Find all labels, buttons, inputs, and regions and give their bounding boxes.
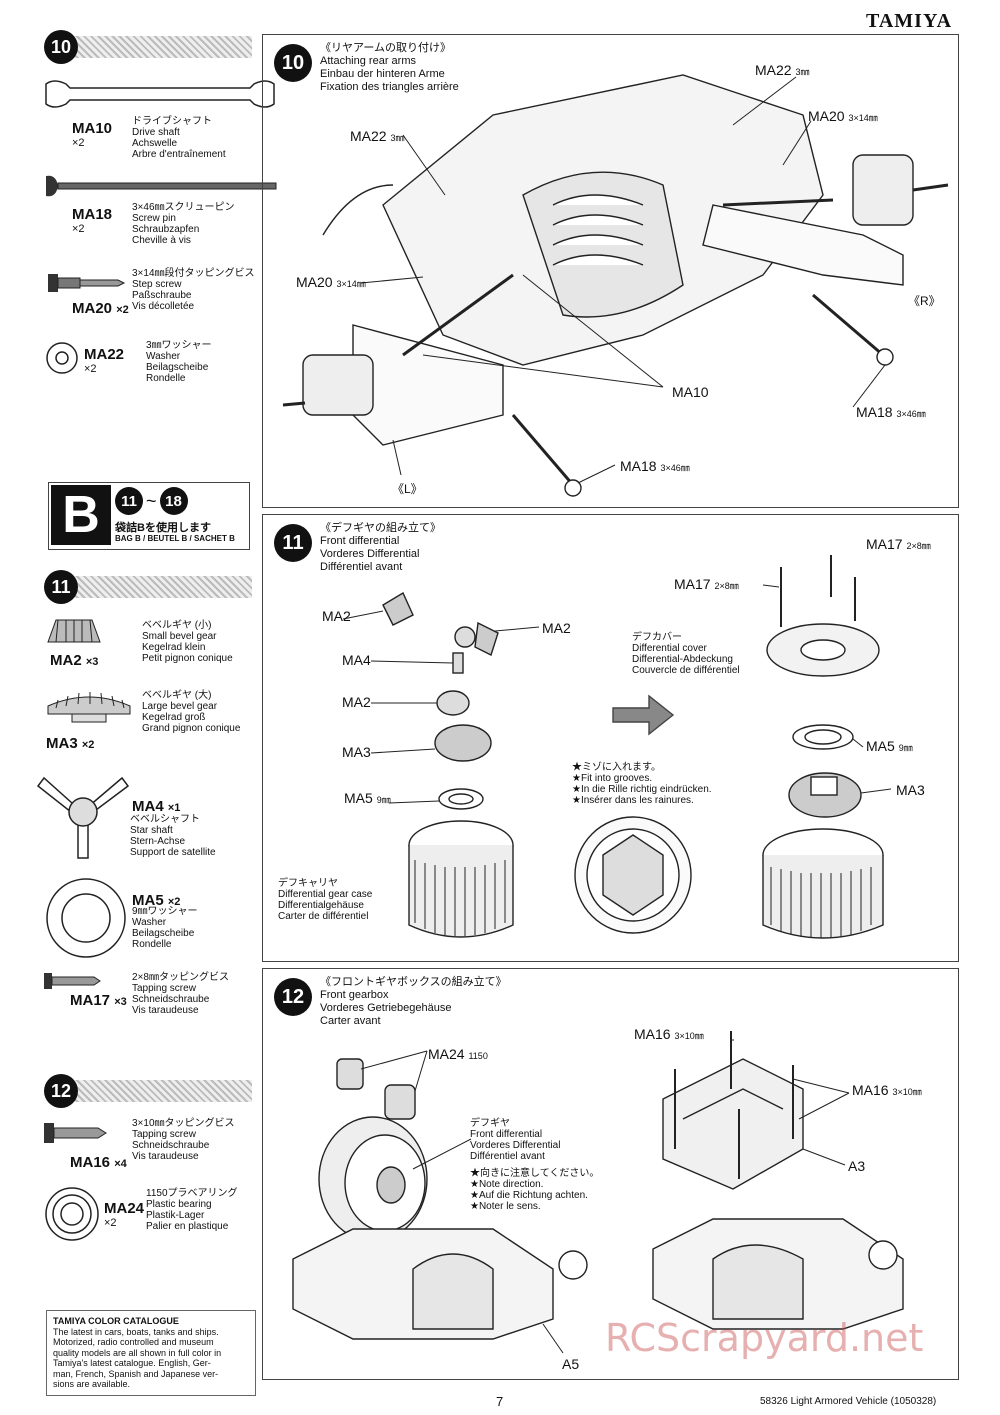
part-qty-ma18: ×2 bbox=[72, 223, 85, 235]
label-ma5: MA5 9㎜ bbox=[344, 790, 391, 806]
part-code-ma2: MA2 ×3 bbox=[50, 652, 99, 669]
catalogue-title: TAMIYA COLOR CATALOGUE bbox=[53, 1316, 179, 1326]
label-right-side: 《R》 bbox=[908, 294, 941, 308]
page-number: 7 bbox=[496, 1394, 504, 1409]
bag-multi-text: BAG B / BEUTEL B / SACHET B bbox=[115, 534, 235, 543]
step12-panel bbox=[262, 968, 959, 1380]
label-ma17-a: MA17 2×8㎜ bbox=[866, 536, 931, 552]
part-code-ma5: MA5 ×2 bbox=[132, 892, 181, 909]
drive-shaft-illustration bbox=[45, 80, 275, 108]
model-footer: 58326 Light Armored Vehicle (1050328) bbox=[760, 1396, 937, 1407]
part-code-ma22: MA22 bbox=[84, 346, 125, 363]
label-left-side: 《L》 bbox=[392, 482, 423, 496]
label-ma2-a: MA2 bbox=[322, 608, 351, 624]
washer-small-illustration bbox=[46, 342, 78, 374]
tapping-screw-medium-illustration bbox=[44, 1123, 107, 1143]
part-code-ma4: MA4 ×1 bbox=[132, 798, 181, 815]
front-gearbox-illustration bbox=[292, 1031, 904, 1354]
label-a3: A3 bbox=[848, 1158, 866, 1174]
label-ma18-bottom: MA18 3×46㎜ bbox=[620, 458, 690, 474]
brand-logo: TAMIYA bbox=[866, 10, 953, 32]
label-ma3: MA3 bbox=[342, 744, 371, 760]
label-ma5-right: MA5 9㎜ bbox=[866, 738, 913, 754]
note-fit-grooves: ★ミゾに入れます。★Fit into grooves.★In die Rille… bbox=[572, 762, 712, 806]
bag-b-box: B 11 ~ 18 袋詰Bを使用します BAG B / BEUTEL B / S… bbox=[48, 482, 250, 550]
part-code-ma24: MA24 bbox=[104, 1200, 145, 1217]
label-ma17-b: MA17 2×8㎜ bbox=[674, 576, 739, 592]
part-qty-ma10: ×2 bbox=[72, 137, 85, 149]
panel11-number: 11 bbox=[274, 524, 312, 562]
label-ma22-top: MA22 3㎜ bbox=[755, 62, 810, 78]
star-shaft-illustration bbox=[36, 776, 130, 859]
label-ma2-c: MA2 bbox=[342, 694, 371, 710]
label-ma16-right: MA16 3×10㎜ bbox=[852, 1082, 922, 1098]
screw-pin-illustration bbox=[46, 175, 277, 197]
step11-number: 11 bbox=[44, 570, 78, 604]
step11-panel bbox=[262, 514, 959, 962]
catalogue-box: TAMIYA COLOR CATALOGUE The latest in car… bbox=[46, 1310, 256, 1396]
tapping-screw-small-illustration bbox=[44, 973, 101, 989]
differential-assembly-illustration bbox=[342, 555, 892, 939]
step10-panel bbox=[262, 34, 959, 508]
bag-step-range: 11 ~ 18 bbox=[115, 487, 188, 515]
part-code-ma20: MA20 ×2 bbox=[72, 300, 129, 317]
part-code-ma3: MA3 ×2 bbox=[46, 735, 95, 752]
label-ma24: MA24 1150 bbox=[428, 1046, 488, 1062]
panel12-number: 12 bbox=[274, 978, 312, 1016]
bag-letter: B bbox=[51, 485, 111, 545]
plastic-bearing-illustration bbox=[45, 1187, 99, 1241]
label-ma10: MA10 bbox=[672, 384, 709, 400]
part-code-ma18: MA18 bbox=[72, 206, 113, 223]
part-code-ma10: MA10 bbox=[72, 120, 113, 137]
label-ma18-right: MA18 3×46㎜ bbox=[856, 404, 926, 420]
label-ma22-left: MA22 3㎜ bbox=[350, 128, 405, 144]
label-a5: A5 bbox=[562, 1356, 580, 1372]
label-ma20-left: MA20 3×14㎜ bbox=[296, 274, 366, 290]
note-direction: ★向きに注意してください。★Note direction.★Auf die Ri… bbox=[470, 1168, 600, 1212]
part-code-ma17: MA17 ×3 bbox=[70, 992, 127, 1009]
washer-large-illustration bbox=[46, 878, 126, 958]
small-bevel-gear-illustration bbox=[47, 619, 101, 643]
label-ma16-top: MA16 3×10㎜ bbox=[634, 1026, 704, 1042]
part-qty-ma24: ×2 bbox=[104, 1217, 117, 1229]
step-screw-illustration bbox=[48, 274, 126, 292]
step12-number: 12 bbox=[44, 1074, 78, 1108]
step10-bar bbox=[48, 36, 252, 58]
step11-bar bbox=[48, 576, 252, 598]
panel10-number: 10 bbox=[274, 44, 312, 82]
bag-jp-text: 袋詰Bを使用します bbox=[115, 522, 211, 534]
label-ma4: MA4 bbox=[342, 652, 371, 668]
large-bevel-gear-illustration bbox=[47, 692, 131, 723]
part-code-ma16: MA16 ×4 bbox=[70, 1154, 127, 1171]
label-ma3-right: MA3 bbox=[896, 782, 925, 798]
step12-bar bbox=[48, 1080, 252, 1102]
rear-arm-assembly-illustration bbox=[282, 74, 949, 497]
watermark: RCScrapyard.net bbox=[605, 1316, 924, 1360]
label-ma20-right: MA20 3×14㎜ bbox=[808, 108, 878, 124]
step10-number: 10 bbox=[44, 30, 78, 64]
part-qty-ma22: ×2 bbox=[84, 363, 97, 375]
label-ma2-b: MA2 bbox=[542, 620, 571, 636]
